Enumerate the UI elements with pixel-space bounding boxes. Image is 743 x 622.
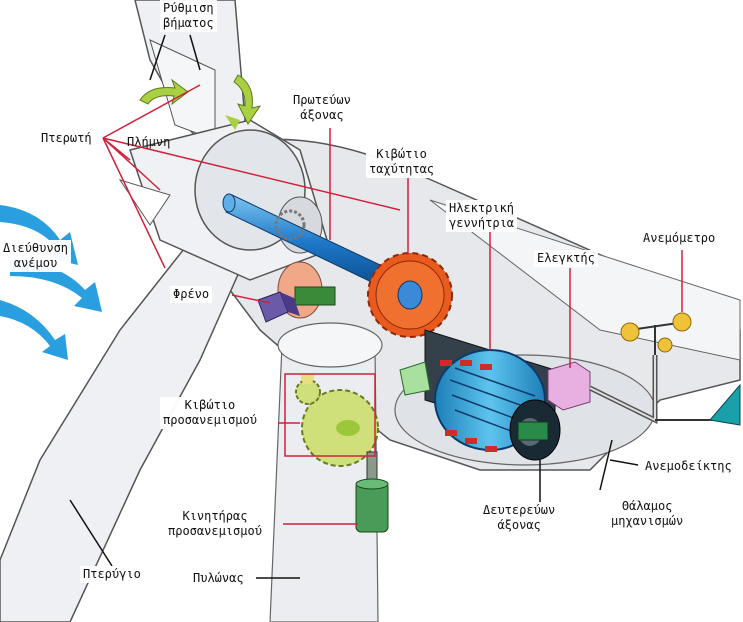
generator [399,329,561,461]
brake-assembly [257,261,336,323]
label-generator: Ηλεκτρική γεννήτρια [446,200,518,232]
label-wind-direction: Διεύθυνση ανέμου [0,240,72,272]
yaw-gearbox [295,374,379,467]
label-yaw-gearbox: Κιβώτιο προσανεμισμού [160,397,260,429]
label-anemometer: Ανεμόμετρο [640,230,719,247]
label-pitch-control: Ρύθμιση βήματος [160,0,217,32]
label-blade: Πτερύγιο [80,566,144,583]
yaw-motor [355,451,389,533]
label-wind-vane: Ανεμοδείκτης [642,458,735,475]
label-hub: Πλήμνη [127,135,171,149]
gearbox-gear [367,252,453,338]
label-rotor: Πτερωτή [38,130,95,147]
wind-arrows [0,205,102,360]
wind-vane [655,383,741,426]
tower [269,322,383,622]
label-controller: Ελεγκτής [534,250,598,267]
leader-lines [102,84,683,525]
pointer-lines [69,34,639,579]
label-nacelle: Θάλαμος μηχανισμών [608,498,687,530]
anemometer [620,312,692,355]
label-gearbox: Κιβώτιο ταχύτητας [366,146,438,178]
label-brake: Φρένο [170,286,213,303]
label-yaw-motor: Κινητήρας προσανεμισμού [165,508,265,540]
label-main-shaft: Πρωτεύων άξονας [290,92,354,124]
label-tower: Πυλώνας [190,570,247,587]
label-secondary-shaft: Δευτερεύων άξονας [480,502,559,534]
